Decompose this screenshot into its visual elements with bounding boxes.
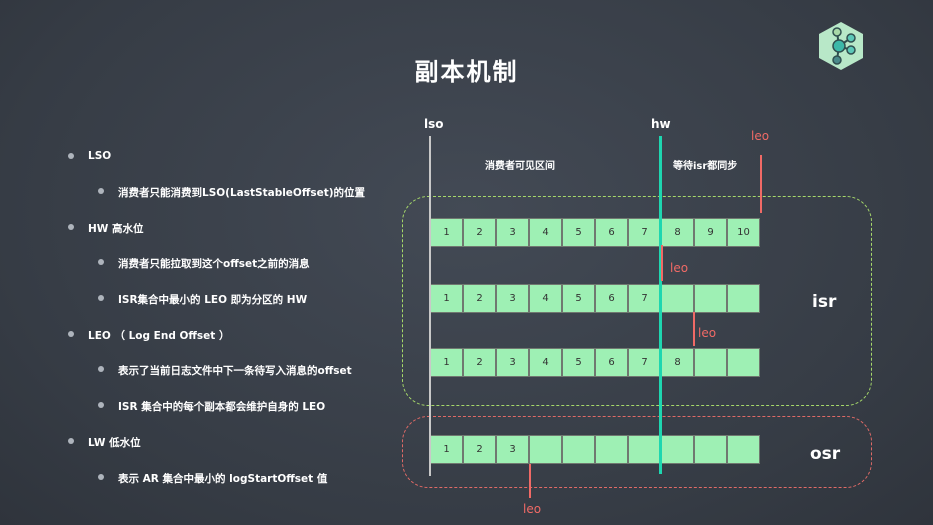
log-offset-cell [727, 348, 760, 377]
bullet-item: HW 高水位 [68, 221, 144, 236]
log-offset-cell: 7 [628, 218, 661, 247]
log-offset-cell: 2 [463, 348, 496, 377]
log-offset-cell: 4 [529, 284, 562, 313]
leo-marker-leader [760, 155, 762, 213]
log-offset-cell: 6 [595, 348, 628, 377]
log-offset-cell: 2 [463, 435, 496, 464]
log-offset-cell [694, 435, 727, 464]
log-offset-cell [661, 435, 694, 464]
bullet-text: ISR集合中最小的 LEO 即为分区的 HW [118, 294, 308, 306]
log-offset-cell [727, 284, 760, 313]
log-offset-cell: 2 [463, 284, 496, 313]
hw-line [659, 136, 662, 474]
log-offset-cell: 5 [562, 284, 595, 313]
log-offset-cell: 2 [463, 218, 496, 247]
log-offset-cell: 10 [727, 218, 760, 247]
bullet-dot-icon [98, 295, 104, 301]
leo-marker-follower1 [661, 245, 663, 281]
bullet-item: LSO [68, 150, 112, 162]
log-offset-cell: 1 [430, 435, 463, 464]
osr-group-box [402, 416, 872, 488]
bullet-dot-icon [98, 366, 104, 372]
bullet-text: LSO [88, 150, 112, 162]
bullet-text: 表示了当前日志文件中下一条待写入消息的offset [118, 365, 352, 377]
log-offset-cell: 6 [595, 284, 628, 313]
bullet-text: 表示 AR 集合中最小的 logStartOffset 值 [118, 473, 328, 485]
bullet-item: 消费者只能消费到LSO(LastStableOffset)的位置 [98, 185, 366, 200]
bullet-item: 消费者只能拉取到这个offset之前的消息 [98, 256, 310, 271]
bullet-dot-icon [68, 153, 74, 159]
lso-label: lso [424, 117, 444, 131]
logo [815, 20, 867, 72]
bullet-dot-icon [68, 331, 74, 337]
log-offset-cell [562, 435, 595, 464]
leo-marker-osr [529, 464, 531, 498]
lso-line [429, 136, 431, 476]
bullet-item: LEO （ Log End Offset ） [68, 328, 230, 343]
log-offset-cell: 3 [496, 284, 529, 313]
leo-label-osr: leo [523, 502, 542, 516]
bullet-text: HW 高水位 [88, 223, 144, 235]
log-offset-cell: 4 [529, 218, 562, 247]
bullet-item: ISR集合中最小的 LEO 即为分区的 HW [98, 292, 308, 307]
log-offset-cell: 4 [529, 348, 562, 377]
log-offset-cell [694, 348, 727, 377]
bullet-dot-icon [68, 438, 74, 444]
log-offset-cell [628, 435, 661, 464]
log-offset-cell [694, 284, 727, 313]
bullet-dot-icon [98, 402, 104, 408]
log-offset-cell: 6 [595, 218, 628, 247]
bullet-dot-icon [68, 224, 74, 230]
hw-label: hw [651, 117, 671, 131]
isr-group-box [402, 196, 872, 406]
osr-label: osr [810, 444, 841, 464]
log-offset-cell: 8 [661, 348, 694, 377]
bullet-dot-icon [98, 188, 104, 194]
log-offset-cell: 8 [661, 218, 694, 247]
bullet-dot-icon [98, 259, 104, 265]
bullet-item: ISR 集合中的每个副本都会维护自身的 LEO [98, 399, 326, 414]
bullet-dot-icon [98, 474, 104, 480]
log-offset-cell: 7 [628, 284, 661, 313]
waiting-sync-label: 等待isr都同步 [673, 161, 738, 172]
bullet-text: 消费者只能拉取到这个offset之前的消息 [118, 258, 310, 270]
leo-label-follower2: leo [698, 326, 717, 340]
log-offset-cell: 7 [628, 348, 661, 377]
page-title: 副本机制 [414, 58, 519, 86]
bullet-text: 消费者只能消费到LSO(LastStableOffset)的位置 [118, 187, 366, 199]
log-offset-cell: 5 [562, 218, 595, 247]
isr-label: isr [812, 292, 837, 312]
log-offset-cell: 1 [430, 348, 463, 377]
log-offset-cell: 3 [496, 218, 529, 247]
log-offset-cell: 3 [496, 348, 529, 377]
log-offset-cell: 9 [694, 218, 727, 247]
log-offset-cell: 3 [496, 435, 529, 464]
bullet-text: LW 低水位 [88, 437, 141, 449]
log-offset-cell [727, 435, 760, 464]
bullet-item: 表示 AR 集合中最小的 logStartOffset 值 [98, 471, 328, 486]
bullet-text: LEO （ Log End Offset ） [88, 330, 230, 342]
leo-label-follower1: leo [670, 261, 689, 275]
bullet-item: 表示了当前日志文件中下一条待写入消息的offset [98, 363, 352, 378]
log-offset-cell: 5 [562, 348, 595, 377]
leo-label-leader: leo [751, 129, 770, 143]
log-offset-cell: 1 [430, 218, 463, 247]
log-offset-cell [595, 435, 628, 464]
bullet-item: LW 低水位 [68, 435, 141, 450]
visible-range-label: 消费者可见区间 [485, 161, 555, 172]
bullet-text: ISR 集合中的每个副本都会维护自身的 LEO [118, 401, 326, 413]
log-offset-cell [529, 435, 562, 464]
log-offset-cell: 1 [430, 284, 463, 313]
leo-marker-follower2 [693, 312, 695, 346]
log-offset-cell [661, 284, 694, 313]
